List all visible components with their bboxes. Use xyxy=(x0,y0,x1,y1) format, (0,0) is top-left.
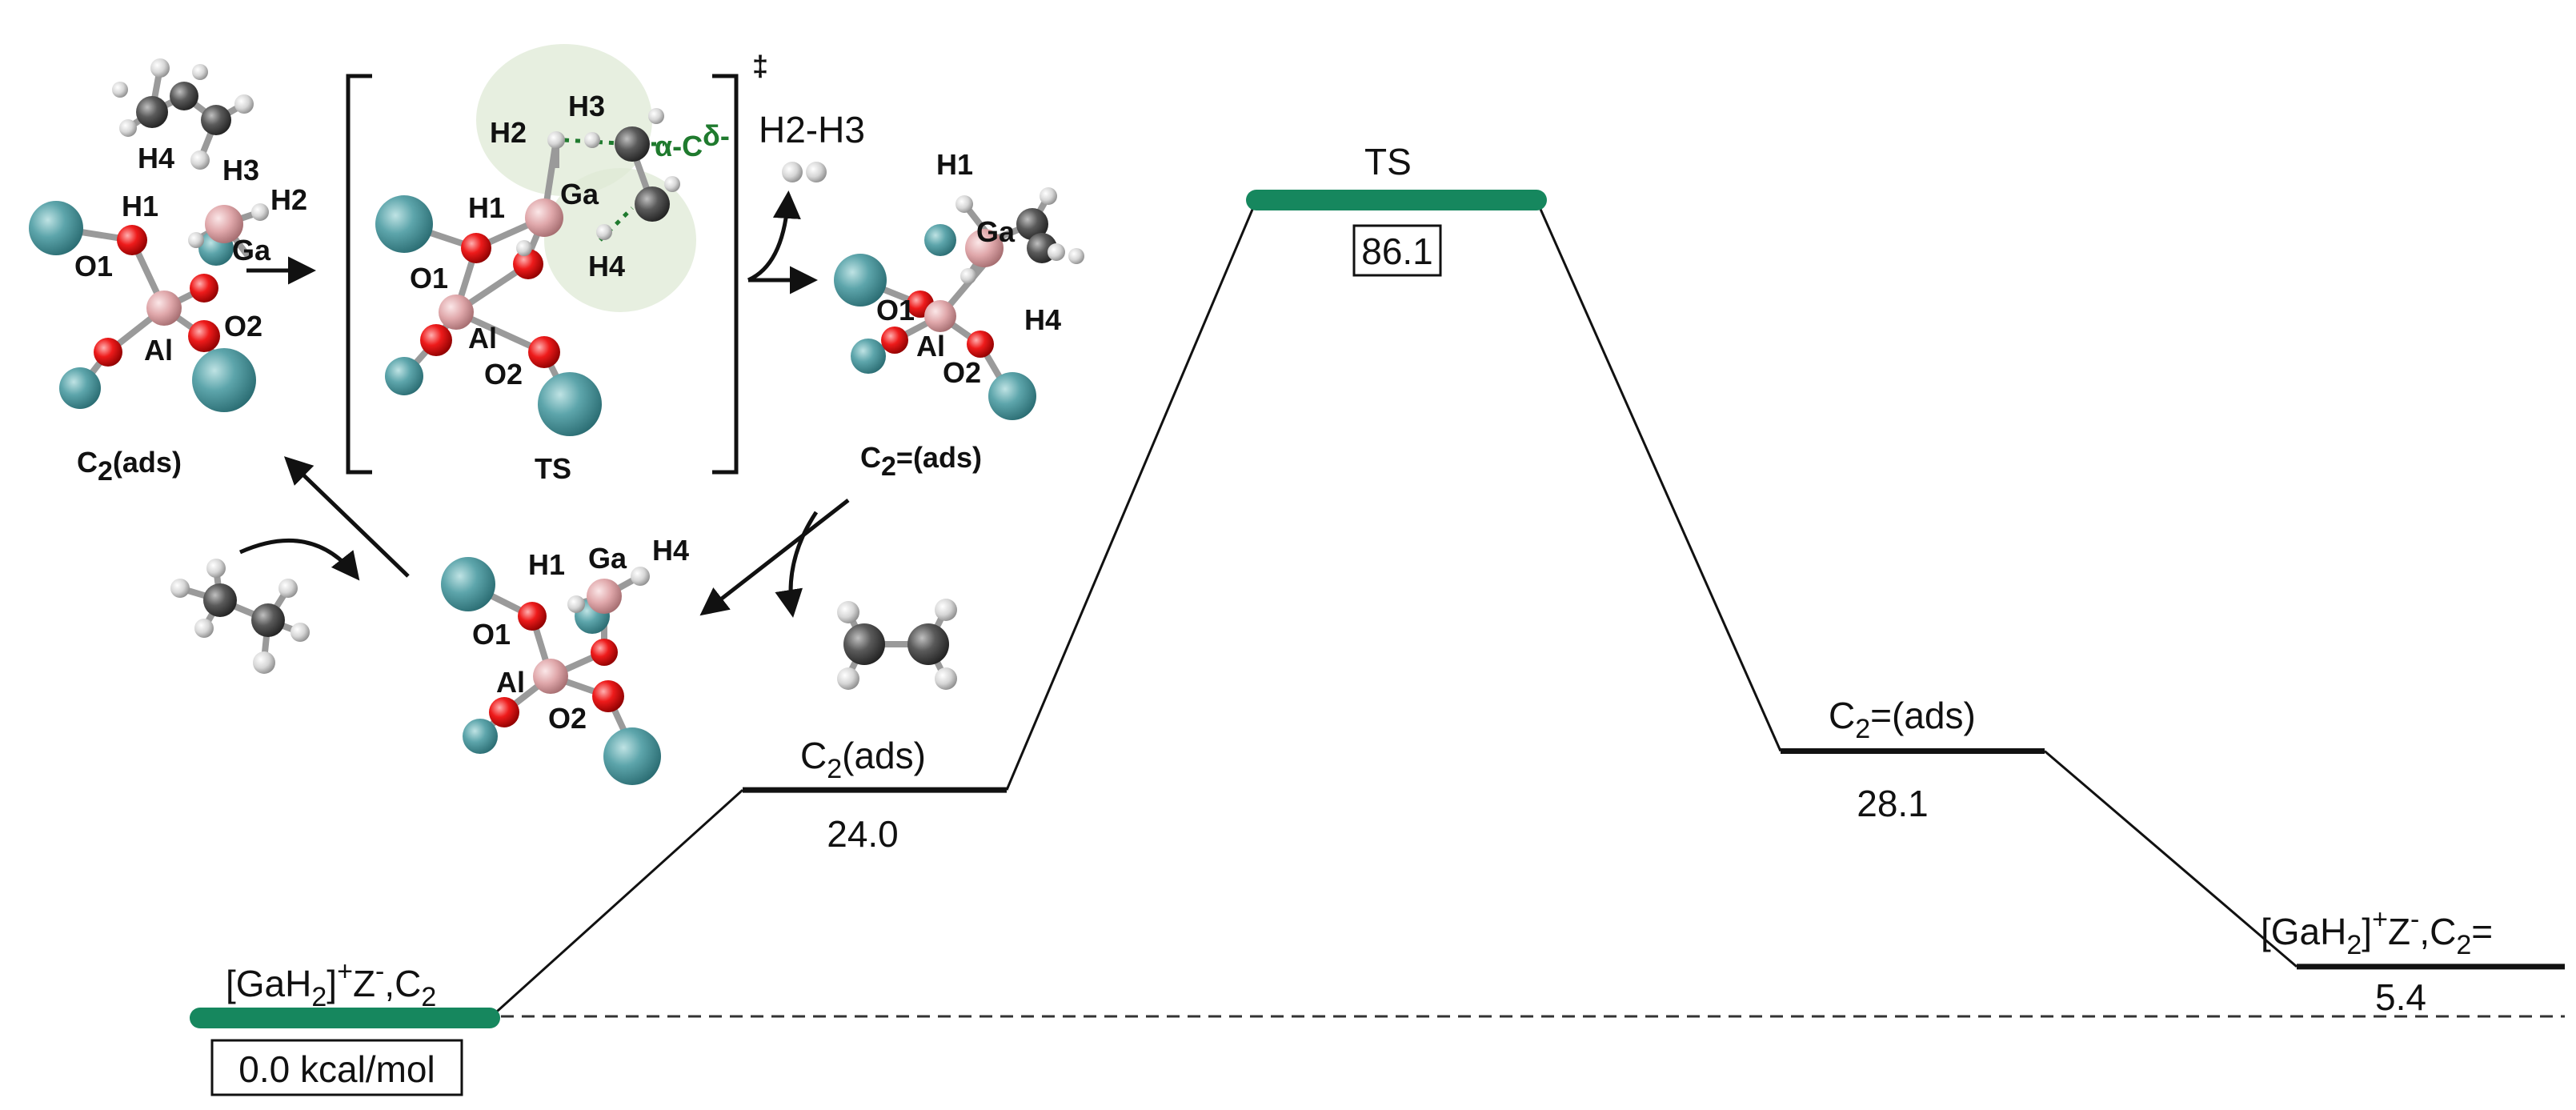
svg-text:O2: O2 xyxy=(548,702,587,735)
level-labels: [GaH2]+Z-,C2 C2(ads) TS C2=(ads) [GaH2]+… xyxy=(226,141,2493,1012)
svg-text:Al: Al xyxy=(916,330,945,363)
svg-text:H4: H4 xyxy=(138,142,174,174)
svg-text:Al: Al xyxy=(468,322,497,355)
level-value-ts: 86.1 xyxy=(1361,230,1433,272)
molecule-center: H1 Ga H4 O1 Al O2 xyxy=(441,534,689,785)
level-label-start: [GaH2]+Z-,C2 xyxy=(226,956,436,1012)
arrow-release-h2: H2-H3 xyxy=(747,109,865,295)
ethane-molecule xyxy=(170,559,310,674)
level-value-ads: 24.0 xyxy=(827,813,899,855)
svg-text:Ga: Ga xyxy=(976,215,1016,248)
svg-text:Ga: Ga xyxy=(232,234,271,266)
svg-text:TS: TS xyxy=(535,452,571,485)
svg-text:H1: H1 xyxy=(528,548,565,581)
svg-text:O1: O1 xyxy=(410,262,448,295)
molecule-c2-ads: H4 H3 H2 H1 Ga O1 O2 Al C2(ads) xyxy=(29,58,307,487)
svg-text:H3: H3 xyxy=(568,90,605,122)
svg-text:Ga: Ga xyxy=(588,542,627,575)
level-label-ene-ads: C2=(ads) xyxy=(1829,695,1976,744)
svg-text:H2: H2 xyxy=(490,116,527,149)
svg-text:δ-: δ- xyxy=(703,119,730,152)
level-connectors xyxy=(488,199,2298,1020)
dagger: ‡ xyxy=(752,50,768,82)
value-box-start xyxy=(210,1039,463,1096)
level-label-ts: TS xyxy=(1364,141,1412,182)
svg-text:H3: H3 xyxy=(222,154,259,186)
svg-text:H2-H3: H2-H3 xyxy=(759,109,865,150)
svg-text:H2: H2 xyxy=(270,183,307,216)
svg-text:O2: O2 xyxy=(224,310,262,343)
level-values: 0.0 kcal/mol 24.0 86.1 28.1 5.4 xyxy=(210,224,2426,1096)
svg-text:C2(ads): C2(ads) xyxy=(77,446,182,487)
svg-text:C2=(ads): C2=(ads) xyxy=(860,441,982,482)
svg-text:O1: O1 xyxy=(876,294,915,327)
svg-text:O2: O2 xyxy=(484,358,523,391)
svg-text:O1: O1 xyxy=(472,618,511,651)
svg-text:O2: O2 xyxy=(943,356,981,389)
connector-ts-ene_ads xyxy=(1535,199,1782,752)
molecule-ts: ‡ H2 H3 α-C δ- xyxy=(346,44,768,485)
svg-text:α-C: α-C xyxy=(655,130,703,162)
molecule-c2ene-ads: H1 Ga H4 O1 Al O2 C2=(ads) xyxy=(834,148,1084,482)
connector-start-ads xyxy=(488,789,744,1020)
svg-text:Ga: Ga xyxy=(560,178,599,210)
svg-text:Al: Al xyxy=(144,334,173,367)
connector-ads-ts xyxy=(1005,199,1258,791)
level-label-end: [GaH2]+Z-,C2= xyxy=(2261,904,2493,960)
svg-text:H4: H4 xyxy=(1024,303,1061,336)
svg-text:O1: O1 xyxy=(74,250,113,283)
level-value-end: 5.4 xyxy=(2375,976,2426,1018)
svg-text:Al: Al xyxy=(496,666,525,699)
ethylene-molecule xyxy=(837,599,957,690)
level-value-ene-ads: 28.1 xyxy=(1857,783,1929,824)
svg-text:H1: H1 xyxy=(936,148,973,181)
level-label-ads: C2(ads) xyxy=(800,735,926,784)
energy-levels xyxy=(190,190,2565,1028)
svg-text:H4: H4 xyxy=(588,250,625,283)
connector-ene_ads-end xyxy=(2044,750,2298,968)
svg-text:H4: H4 xyxy=(652,534,689,567)
arrow-adsorb-ethane xyxy=(238,456,410,581)
value-box-ts xyxy=(1352,224,1442,277)
level-value-start: 0.0 kcal/mol xyxy=(238,1048,435,1090)
arrow-release-ethylene xyxy=(699,499,850,618)
svg-text:H1: H1 xyxy=(468,191,505,224)
svg-text:H1: H1 xyxy=(122,190,158,222)
